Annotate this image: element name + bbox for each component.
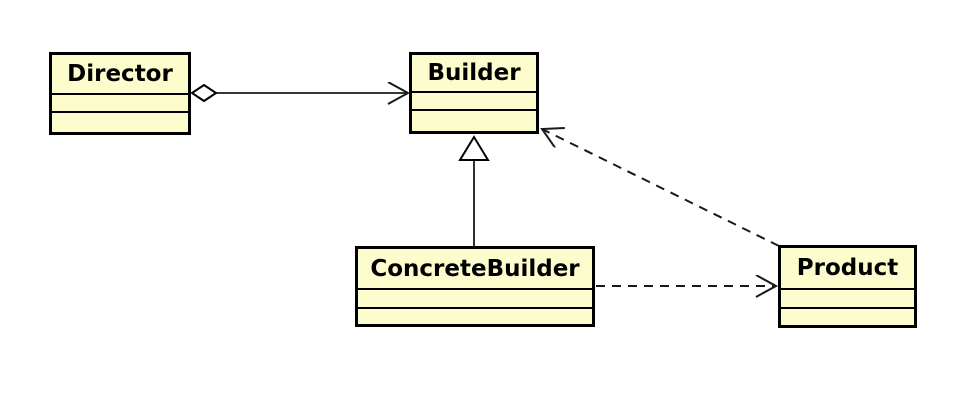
class-product-methods-compartment xyxy=(781,307,914,325)
class-director-methods-compartment xyxy=(52,111,188,132)
class-product-attributes-compartment xyxy=(781,288,914,307)
class-director-attributes-compartment xyxy=(52,93,188,111)
class-director: Director xyxy=(49,52,191,135)
class-builder-methods-compartment xyxy=(412,109,536,131)
class-concretebuilder-methods-compartment xyxy=(358,307,592,324)
class-concretebuilder-attributes-compartment xyxy=(358,288,592,307)
class-product: Product xyxy=(778,245,917,328)
class-builder-title: Builder xyxy=(427,60,521,86)
class-builder: Builder xyxy=(409,52,539,134)
dependency-edge-product-builder xyxy=(542,129,780,247)
class-concretebuilder-title: ConcreteBuilder xyxy=(370,255,580,282)
class-product-title: Product xyxy=(796,255,899,281)
class-director-title: Director xyxy=(67,61,173,87)
class-concretebuilder: ConcreteBuilder xyxy=(355,246,595,327)
class-builder-attributes-compartment xyxy=(412,91,536,109)
